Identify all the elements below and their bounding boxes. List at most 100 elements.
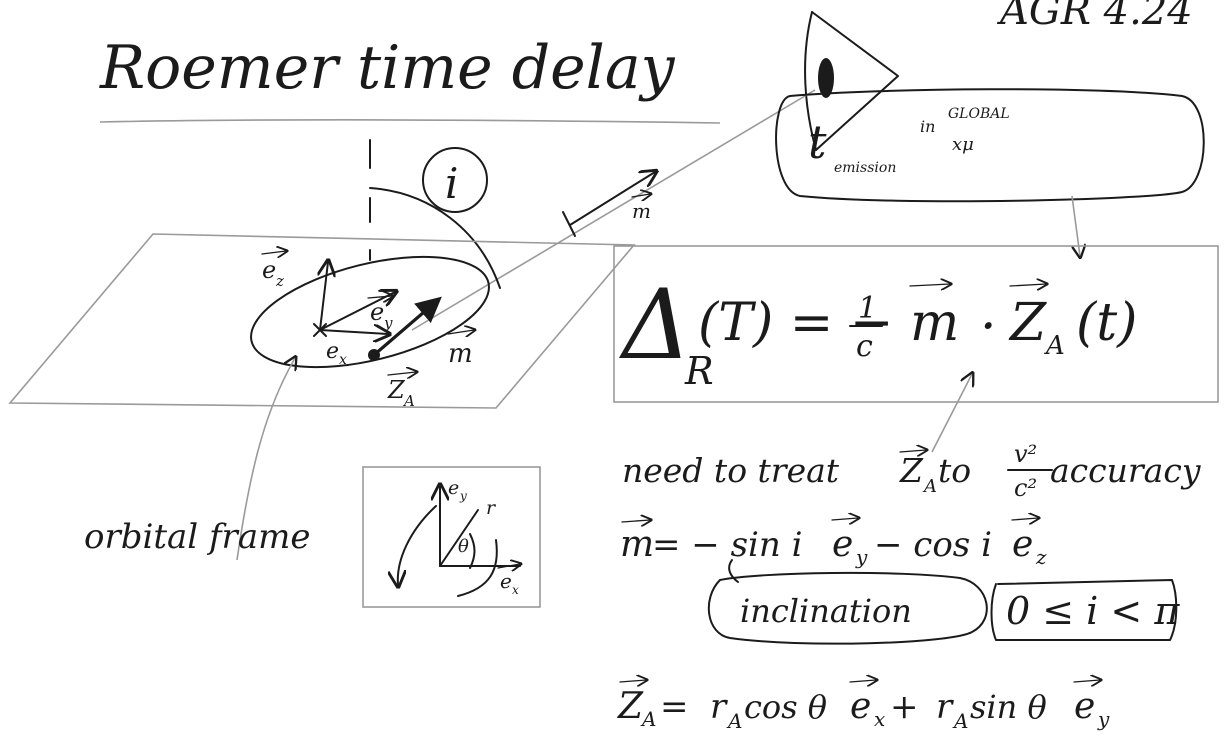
m-def-ez-arrow: [1011, 518, 1038, 520]
z-def-r1-sub: A: [726, 709, 742, 733]
z-def-r1: r: [710, 687, 728, 727]
z-def-cos: cos θ: [744, 688, 827, 726]
title-underline: [99, 118, 721, 124]
z-def-ey-sub: y: [1097, 707, 1110, 731]
inset-ex: e: [500, 569, 512, 593]
m-def-ey: e: [832, 524, 853, 565]
note-accuracy-to: to: [938, 451, 971, 490]
angle-circle: [422, 147, 488, 213]
formula-m-arrow: [909, 284, 950, 286]
m-def-eq: = − sin i: [652, 525, 803, 565]
label-ey: e: [370, 298, 384, 326]
inset-ex-sub: x: [512, 583, 519, 597]
eye-icon: [804, 11, 899, 151]
m-label-far-arrow: [631, 194, 650, 197]
formula-delta: Δ: [618, 269, 691, 381]
formula-delta-sub: R: [684, 349, 714, 393]
formula-t-arg: (t): [1076, 293, 1137, 353]
inset-orbit-arc-left: [398, 505, 437, 585]
label-ey-sub: y: [383, 314, 393, 332]
m-def-ez: e: [1012, 524, 1033, 565]
formula-frac-den: c: [856, 329, 873, 364]
label-za-arrow: [387, 372, 416, 375]
note-accuracy-den: c²: [1014, 474, 1037, 502]
formula-m: m: [910, 293, 959, 353]
note-accuracy-pre: need to treat: [622, 451, 840, 490]
m-def-lhs: m: [620, 524, 654, 565]
formula-frac-num: 1: [858, 291, 877, 326]
m-def-mid: − cos i: [874, 525, 992, 565]
label-ez-arrow: [261, 251, 286, 254]
inclination-hook: [728, 559, 739, 583]
bubble-t: t: [808, 115, 827, 169]
label-ez-sub: z: [275, 272, 284, 290]
orbit-ellipse: [250, 255, 490, 369]
inset-frame: [362, 466, 541, 608]
z-def-ey: e: [1074, 686, 1095, 727]
bubble-global: GLOBAL: [948, 106, 1010, 122]
z-def-r2-sub: A: [952, 709, 968, 733]
formula-dot: ·: [980, 297, 997, 357]
z-def-ex: e: [850, 686, 871, 727]
line-of-sight: [411, 89, 816, 331]
bubble-pointer: [1071, 195, 1080, 256]
lecture-tag: AGR 4.24: [996, 0, 1193, 34]
z-def-ex-sub: x: [874, 707, 885, 731]
sky-plane: [8, 233, 636, 409]
axis-ez: [320, 262, 328, 331]
z-def-eq: =: [660, 687, 689, 727]
z-def-lhs-arrow: [619, 680, 646, 682]
formula-z-sub: A: [1044, 331, 1065, 361]
formula-z: Z: [1008, 293, 1047, 353]
axis-ex: [319, 330, 388, 334]
inset-orbit-arc-right: [457, 539, 498, 597]
formula-rhs: (T) = −: [698, 293, 893, 353]
inset-ey: e: [448, 477, 459, 499]
orbital-frame-pointer: [236, 358, 295, 561]
formula-z-arrow: [1009, 284, 1046, 286]
z-def-lhs: Z: [617, 686, 644, 727]
range-label: 0 ≤ i < π: [1006, 589, 1180, 633]
m-vector-far: [569, 172, 655, 226]
z-a-vector: [372, 296, 442, 357]
z-def-r2: r: [936, 687, 954, 727]
label-ex-sub: x: [339, 352, 347, 368]
note-accuracy-post: accuracy: [1050, 451, 1201, 490]
label-ey-arrow: [367, 296, 392, 298]
label-za-sub: A: [402, 392, 415, 410]
m-label-near: m: [448, 339, 473, 369]
tick-mark: [562, 211, 576, 237]
inclination-label: inclination: [740, 592, 912, 630]
inset-theta-arc: [469, 533, 476, 569]
emission-bubble: [775, 88, 1205, 203]
m-def-lhs-arrow: [621, 520, 650, 522]
focus-mark: [313, 323, 327, 337]
note-accuracy-z-sub: A: [922, 476, 937, 497]
z-def-ex-arrow: [849, 680, 876, 682]
m-label-far: m: [632, 199, 651, 223]
inset-r: r: [486, 497, 497, 519]
note-accuracy-num: v²: [1014, 440, 1037, 468]
m-def-ey-sub: y: [855, 545, 868, 569]
z-def-sin: sin θ: [970, 688, 1047, 726]
inset-radius: [439, 509, 479, 567]
angle-label: i: [445, 159, 458, 208]
note-accuracy-z-arrow: [899, 450, 926, 452]
bubble-t-sub: emission: [834, 160, 896, 176]
inset-ey-sub: y: [459, 489, 467, 503]
formula-box: [613, 245, 1219, 403]
m-label-near-arrow: [447, 330, 474, 334]
inclination-oval: [707, 571, 988, 645]
m-def-ez-sub: z: [1035, 545, 1047, 569]
m-def-ey-arrow: [831, 518, 858, 520]
range-box: [990, 579, 1178, 641]
orbital-frame-label: orbital frame: [84, 517, 310, 557]
bubble-xmu: xμ: [952, 134, 974, 155]
z-def-ey-arrow: [1073, 680, 1100, 682]
label-ez: e: [262, 256, 276, 284]
z-def-lhs-sub: A: [640, 707, 656, 731]
z-def-plus: +: [890, 687, 919, 727]
note-accuracy-z: Z: [899, 451, 924, 490]
